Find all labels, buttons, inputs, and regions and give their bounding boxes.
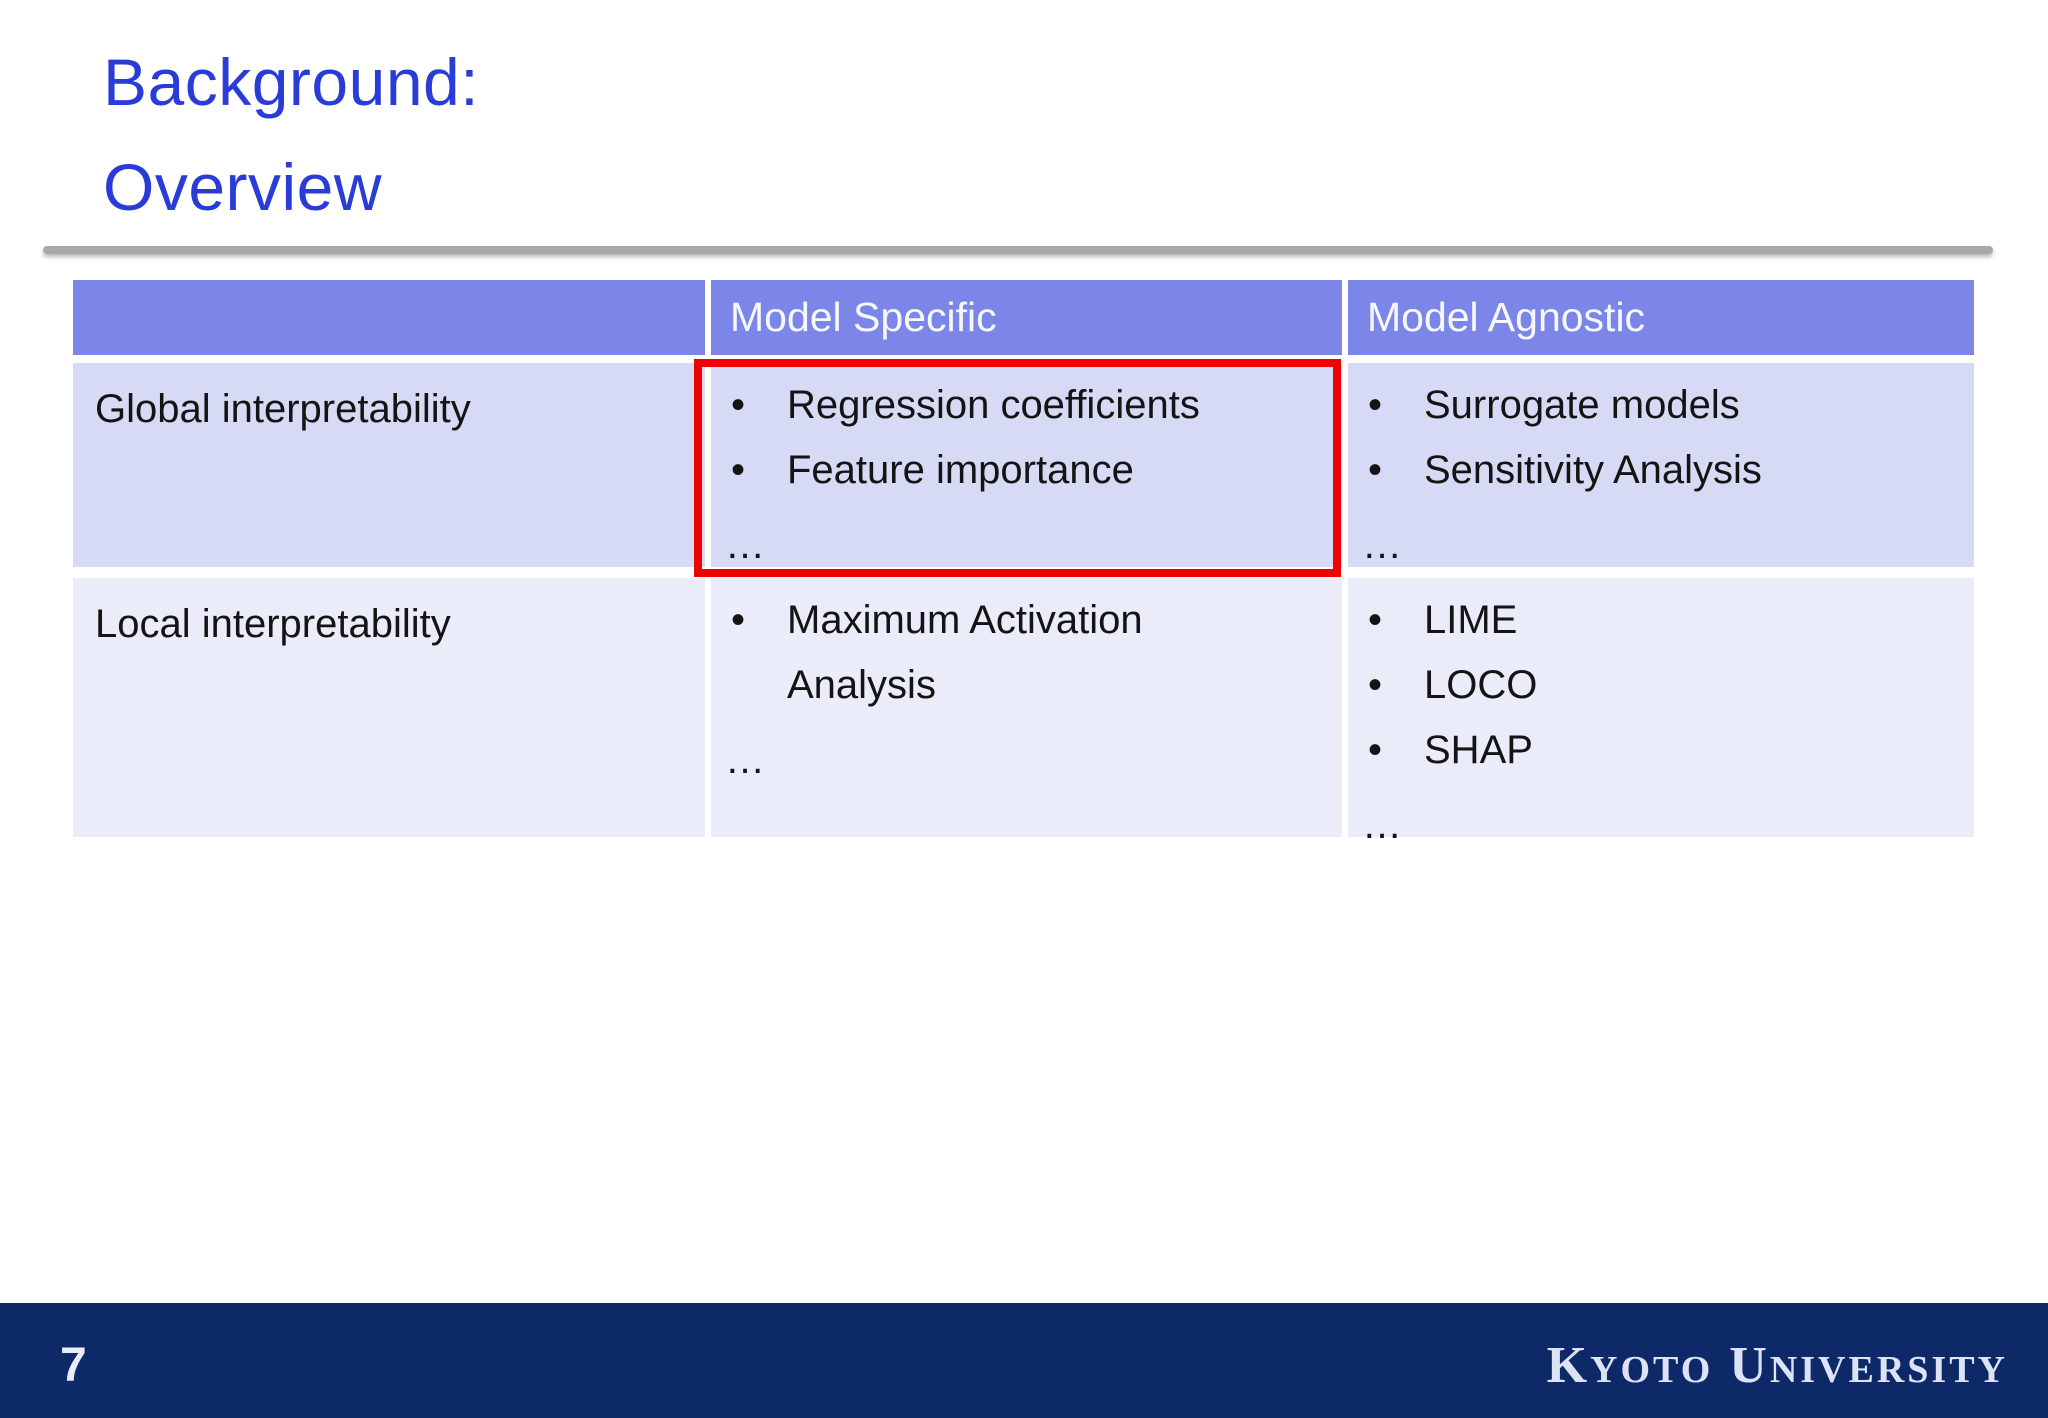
header-cell-model-specific: Model Specific <box>711 280 1342 355</box>
cell-local-model-agnostic: LIME LOCO SHAP … <box>1348 578 1974 845</box>
table-header-row: Model Specific Model Agnostic <box>73 280 1974 355</box>
header-cell-empty <box>73 280 705 355</box>
university-logotype: KYOTO UNIVERSITY <box>1547 1336 2008 1395</box>
ellipsis-more: … <box>725 738 765 782</box>
cell-local-model-specific: Maximum Activation Analysis … <box>711 578 1342 837</box>
interpretability-table: Model Specific Model Agnostic Global int… <box>73 280 1974 845</box>
ellipsis-more: … <box>725 523 765 567</box>
bullet-item: Surrogate models <box>1348 373 1953 438</box>
bullet-item: Maximum Activation Analysis <box>711 588 1316 718</box>
row-label-local: Local interpretability <box>73 578 705 837</box>
bullet-item: Feature importance <box>711 438 1316 503</box>
bullet-item: SHAP <box>1348 718 1953 783</box>
cell-global-model-agnostic: Surrogate models Sensitivity Analysis … <box>1348 363 1974 567</box>
bullet-item: Sensitivity Analysis <box>1348 438 1953 503</box>
bullet-item: Regression coefficients <box>711 373 1316 438</box>
bullet-list: Surrogate models Sensitivity Analysis <box>1348 373 1974 503</box>
bullet-list: Maximum Activation Analysis <box>711 588 1342 718</box>
table-row-local: Local interpretability Maximum Activatio… <box>73 578 1974 845</box>
row-label-global: Global interpretability <box>73 363 705 567</box>
table-row-global: Global interpretability Regression coeff… <box>73 363 1974 567</box>
ellipsis-more: … <box>1362 523 1402 567</box>
bullet-item: LIME <box>1348 588 1953 653</box>
title-divider <box>43 246 1993 254</box>
slide-title-line1: Background: <box>103 45 480 119</box>
bullet-list: LIME LOCO SHAP <box>1348 588 1974 783</box>
slide-title-line2: Overview <box>103 150 383 224</box>
brand-word1-rest: YOTO <box>1590 1349 1714 1391</box>
cell-global-model-specific: Regression coefficients Feature importan… <box>711 363 1342 567</box>
brand-word2-rest: NIVERSITY <box>1769 1349 2008 1391</box>
slide-title: Background: Overview <box>103 30 479 240</box>
bullet-item: LOCO <box>1348 653 1953 718</box>
page-number: 7 <box>60 1339 87 1392</box>
ellipsis-more: … <box>1362 803 1402 847</box>
header-cell-model-agnostic: Model Agnostic <box>1348 280 1974 355</box>
brand-word1-initial: K <box>1546 1337 1591 1394</box>
footer-bar <box>0 1303 2048 1418</box>
bullet-list: Regression coefficients Feature importan… <box>711 373 1342 503</box>
brand-word2-initial: U <box>1729 1337 1770 1394</box>
red-highlight-box <box>694 359 1341 577</box>
